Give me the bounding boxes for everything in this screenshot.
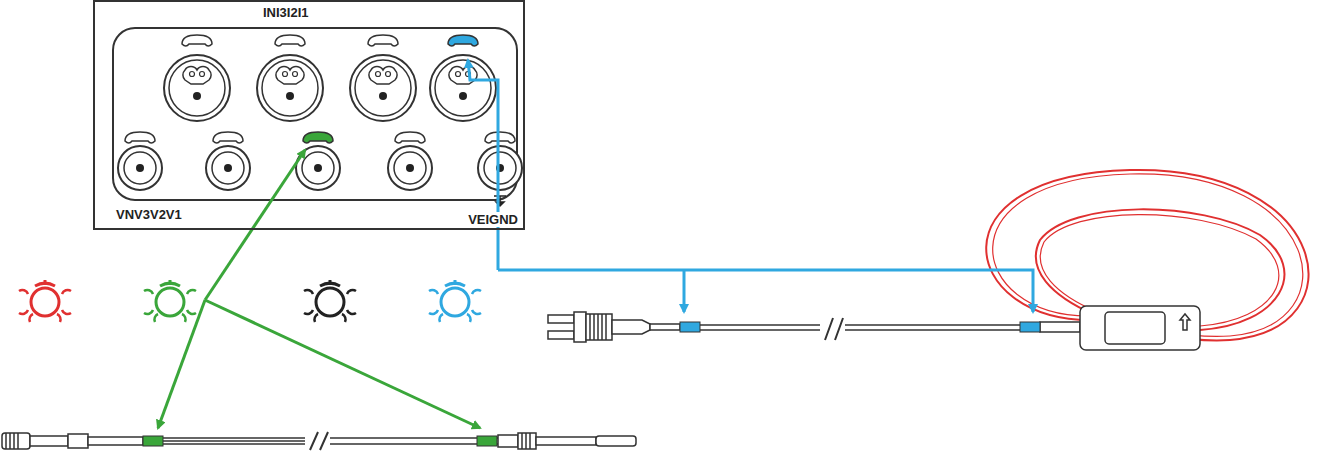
terminal-label: VEIGND [467,212,519,227]
terminal-label: INI3I2I1 [262,5,310,20]
terminal-label: VNV3V2V1 [115,207,183,222]
instrument-panel: INI3I2I1VNV3V2V1 VEIGND [93,0,525,230]
